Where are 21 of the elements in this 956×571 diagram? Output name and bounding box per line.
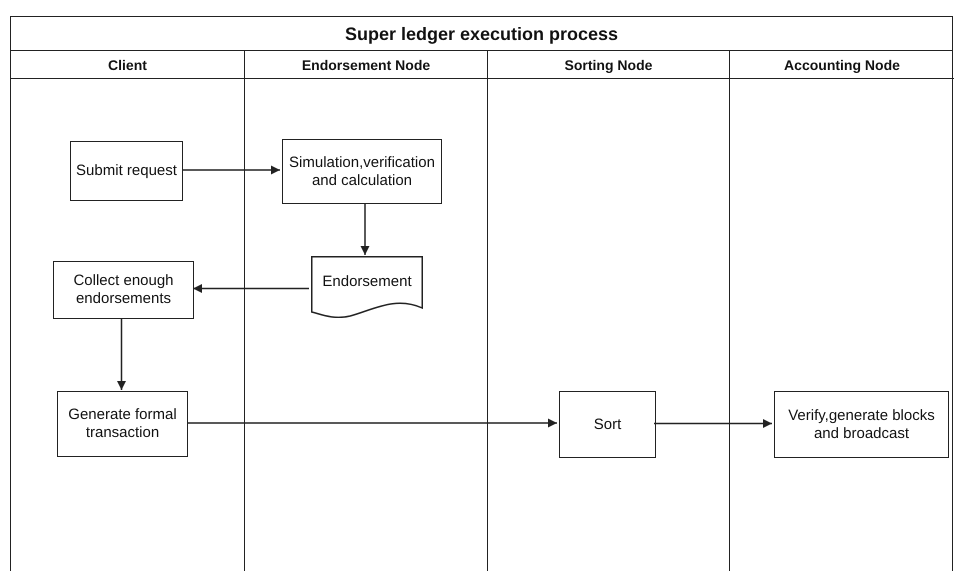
arrow	[193, 284, 309, 293]
process-box: Generate formal transaction	[57, 391, 188, 457]
process-box: Verify,generate blocks and broadcast	[774, 391, 949, 458]
lane-header: Sorting Node	[488, 51, 729, 79]
process-box: Sort	[559, 391, 656, 458]
arrow	[182, 166, 280, 174]
arrow	[360, 203, 370, 255]
process-box: Submit request	[70, 141, 183, 201]
lane-header: Endorsement Node	[245, 51, 487, 79]
arrow	[187, 418, 557, 428]
lane-header: Accounting Node	[730, 51, 954, 79]
document-shape: Endorsement	[311, 256, 423, 318]
process-box: Collect enough endorsements	[53, 261, 194, 319]
arrow	[654, 419, 772, 428]
swimlane	[487, 51, 729, 571]
lane-header: Client	[11, 51, 244, 79]
process-box: Simulation,verification and calculation	[282, 139, 442, 204]
arrow	[117, 318, 126, 390]
swimlane	[729, 51, 954, 571]
swimlane	[244, 51, 487, 571]
diagram-title: Super ledger execution process	[344, 23, 620, 46]
